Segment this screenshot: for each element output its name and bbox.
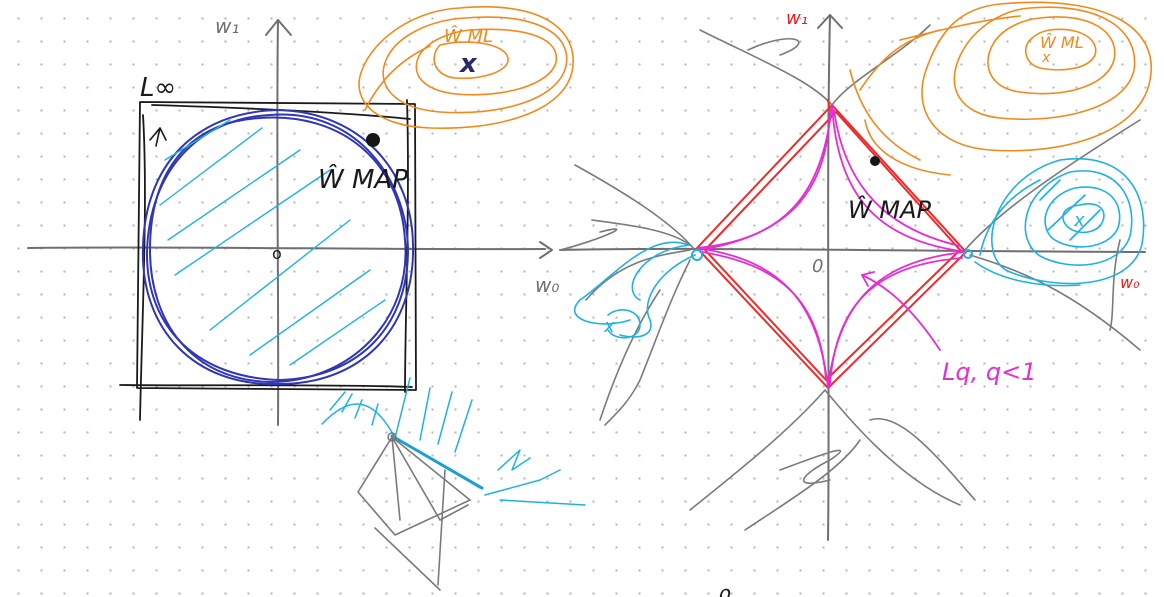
left-pyramid-apex [387,432,397,442]
linf-label: L∞ [140,73,176,103]
bottom-glyph: ϱ [718,581,731,597]
right-ml-contours [849,1,1152,176]
right-axes [539,14,1146,541]
left-cyan-tangent [390,434,484,490]
l2-hatching [159,119,386,366]
linf-box [119,99,417,421]
left-ml-label: Ŵ ML [444,25,493,47]
left-grey-pyramid [357,436,471,591]
right-panel: w₁ w₀ w₀ 0 [535,1,1152,541]
left-ml-contours [358,6,574,129]
right-origin-label: 0 [812,256,823,277]
left-panel: L∞ w₁ o Ŵ ML x Ŵ MAP [27,6,586,591]
left-w1-label: w₁ [215,14,239,38]
right-w0-label: w₀ [535,273,559,297]
right-grey-contours [559,24,1141,531]
lq-label: Lq, q<1 [942,358,1036,386]
left-map-point [366,133,380,147]
linf-arrow-mark [149,127,167,147]
right-ml-label: Ŵ ML [1040,33,1084,52]
right-cyan-corner [963,249,973,259]
right-w1-label: w₁ [786,8,808,29]
right-map-point [870,156,880,166]
right-ml-marker: x [1041,50,1051,66]
lq-astroid [696,104,967,389]
left-cyan-contours [573,241,696,339]
right-w0-label-right: w₀ [1120,273,1140,292]
left-map-label: Ŵ MAP [318,163,408,195]
right-map-label: Ŵ MAP [848,194,931,224]
lq-arrow [861,271,941,351]
left-origin-label: o [272,244,282,263]
l2-circle [141,109,415,386]
left-axes [27,19,546,426]
left-cyan-marker: x [603,316,615,337]
left-cyan-corner [691,249,703,261]
right-cyan-marker: x [1073,210,1085,231]
right-cyan-contours [974,157,1145,287]
left-ml-marker: x [458,49,478,79]
